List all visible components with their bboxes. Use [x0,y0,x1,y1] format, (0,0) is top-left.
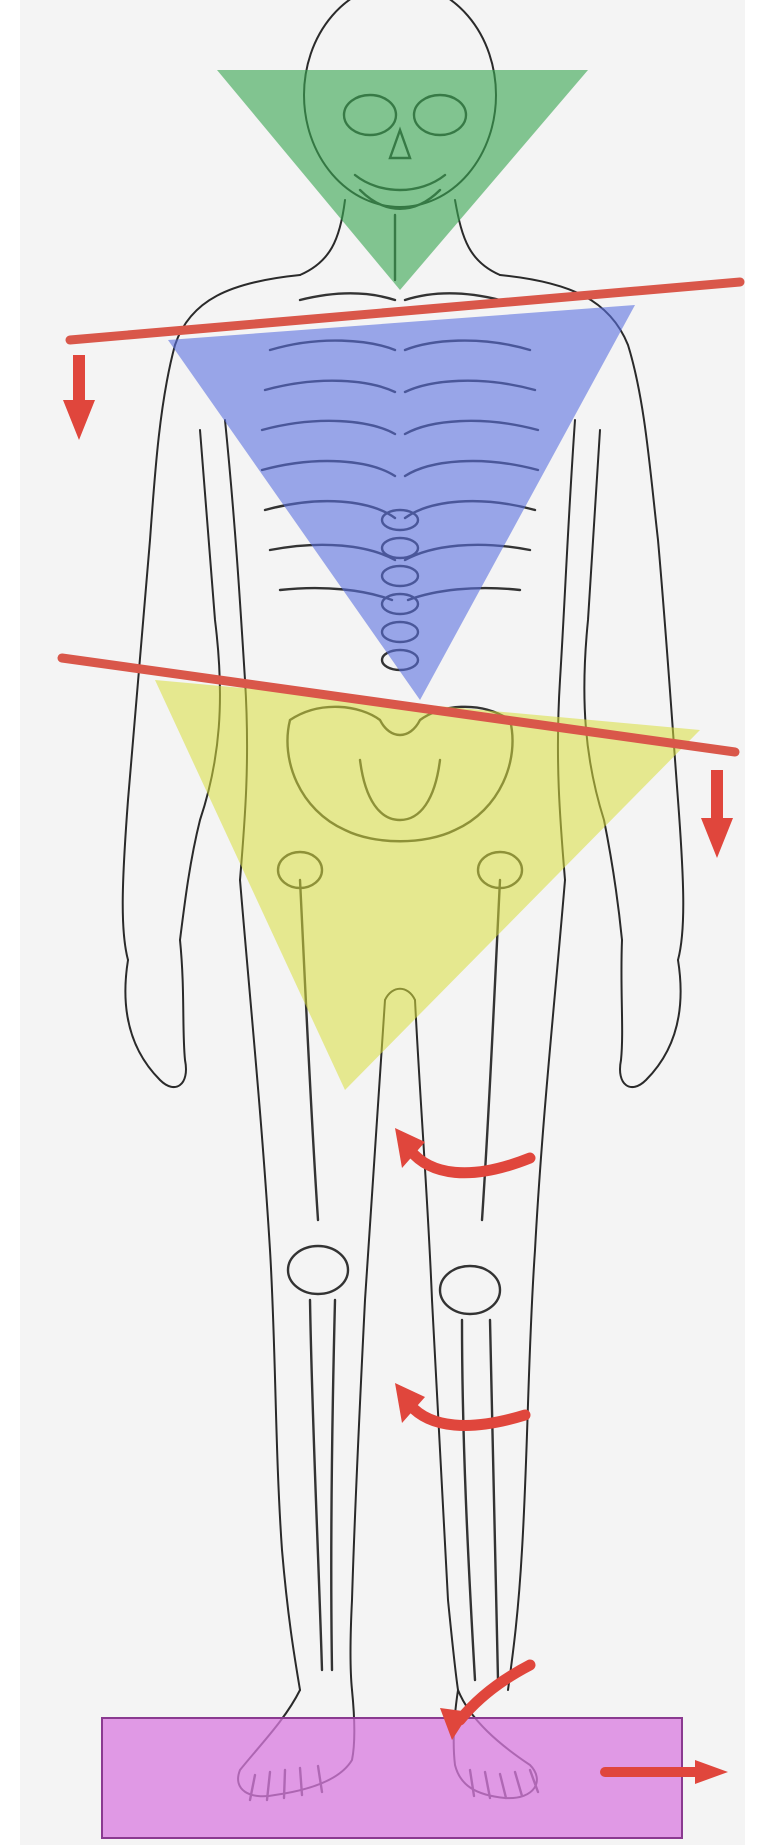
foot-base-rectangle [102,1718,682,1838]
